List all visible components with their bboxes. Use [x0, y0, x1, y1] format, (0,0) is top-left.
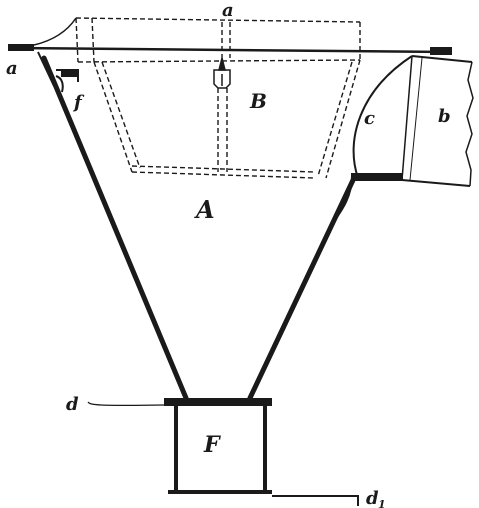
hook-clamp — [213, 57, 231, 89]
labels: a a f B c b A d F d 1 — [6, 0, 451, 508]
label-d1-subscript: 1 — [378, 498, 386, 508]
top-rim — [8, 17, 452, 55]
bracket-f — [37, 51, 79, 93]
label-d1: d — [366, 488, 379, 508]
label-a-top: a — [222, 0, 234, 21]
label-d: d — [66, 394, 79, 415]
box-f — [168, 406, 359, 506]
label-F: F — [203, 432, 221, 458]
collar-d — [87, 398, 272, 406]
label-A: A — [194, 195, 215, 224]
funnel-walls — [41, 55, 357, 401]
label-a-left: a — [6, 58, 18, 79]
label-f: f — [72, 92, 85, 113]
label-c: c — [364, 108, 375, 129]
dashed-basket — [93, 59, 361, 179]
spout-b — [401, 55, 474, 187]
label-b: b — [438, 106, 451, 127]
dashed-tray — [75, 17, 361, 63]
label-B: B — [249, 89, 267, 113]
